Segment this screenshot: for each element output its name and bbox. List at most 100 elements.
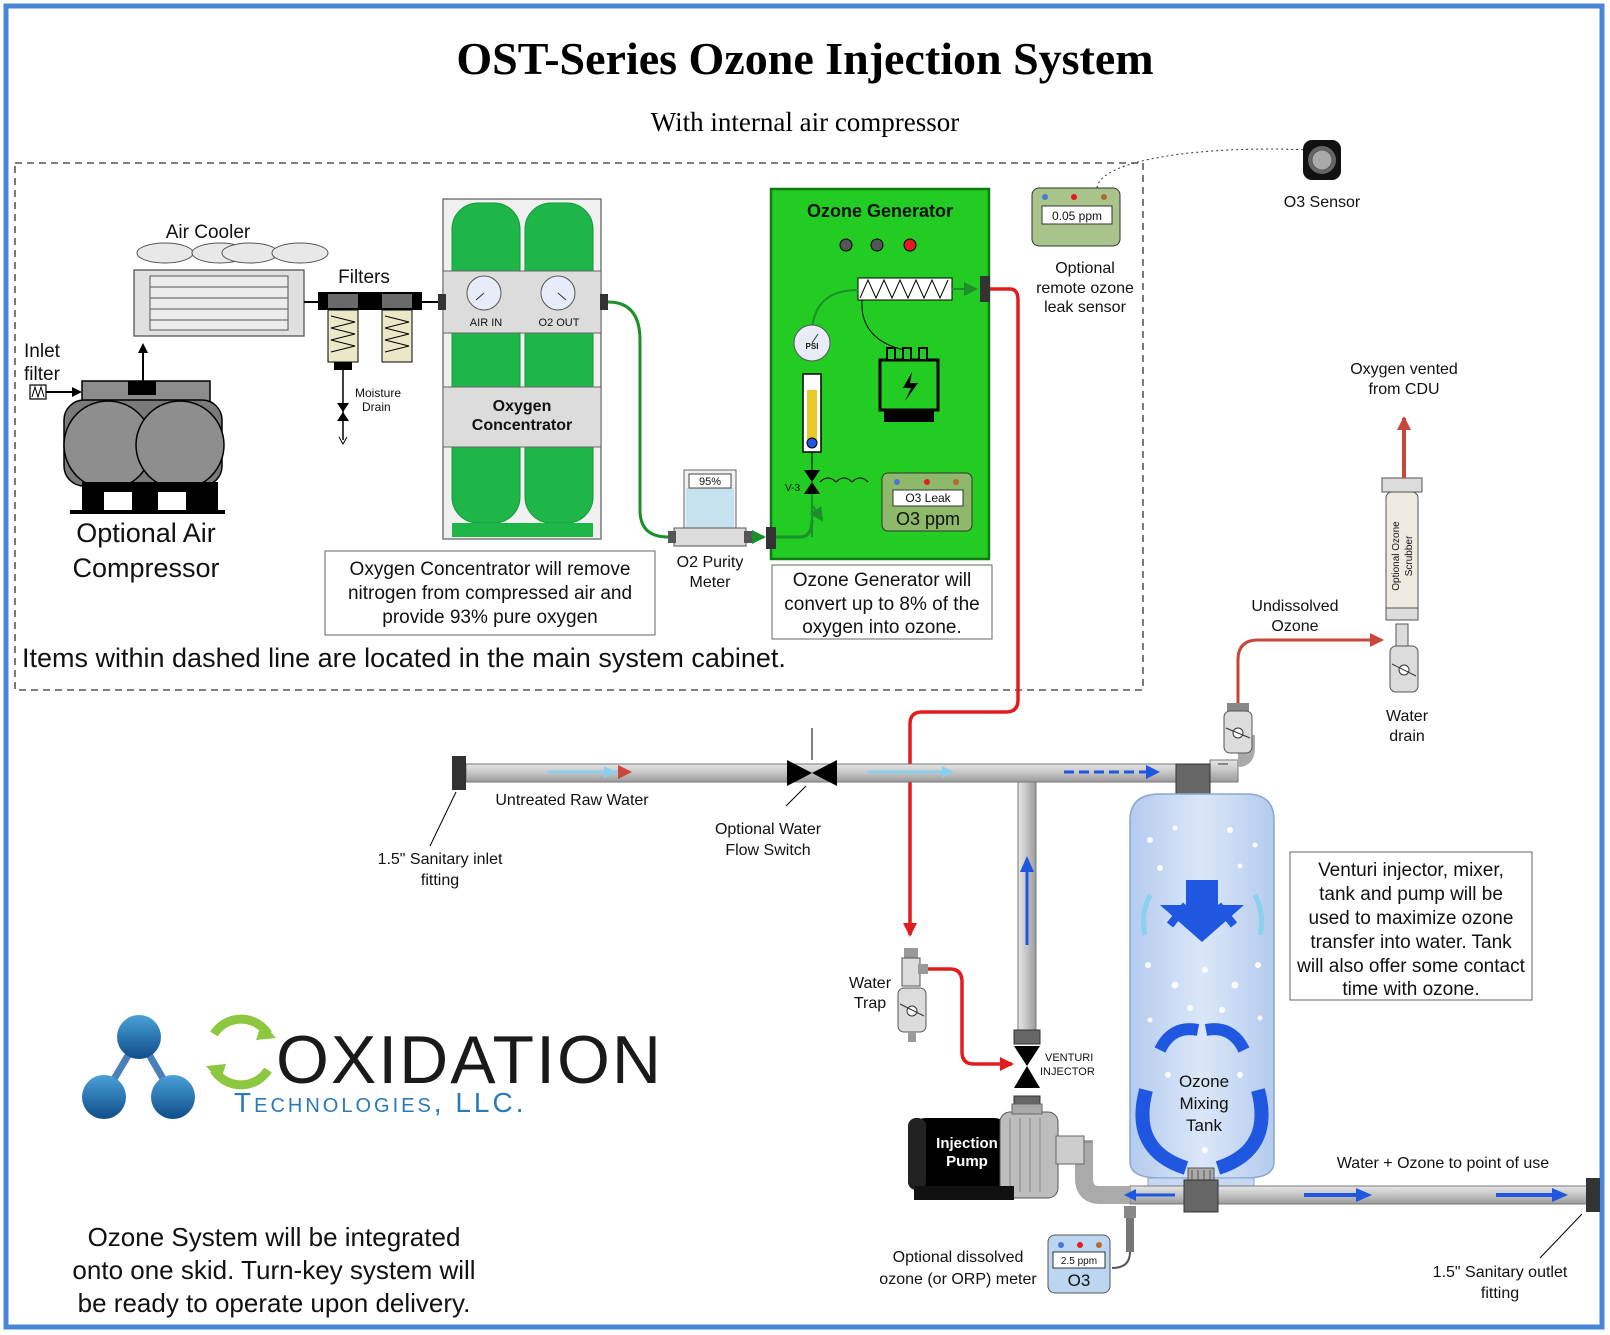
arrow-head	[942, 766, 954, 778]
venturi-note-line: time with ozone.	[1342, 979, 1479, 1000]
oxygen-line	[607, 300, 675, 539]
company-logo	[82, 1014, 276, 1119]
remote-sensor-label: Optional	[1055, 260, 1115, 277]
logo-subtitle: Technologies, LLC.	[234, 1087, 527, 1118]
o3-sensor-label: O3 Sensor	[1284, 194, 1361, 211]
venturi-note-line: tank and pump will be	[1319, 884, 1503, 905]
concentrator-label: Oxygen	[493, 398, 552, 415]
vented-label: Oxygen vented	[1350, 361, 1458, 378]
water-trap-label: Water	[849, 975, 892, 992]
inlet-filter-label: Inlet	[24, 341, 61, 362]
skid-note-line: be ready to operate upon delivery.	[78, 1288, 471, 1318]
dissolved-meter-desc: Optional dissolved	[893, 1249, 1024, 1266]
inlet-filter-label-2: filter	[24, 364, 61, 385]
psi-gauge-label: PSI	[806, 342, 819, 351]
purity-display: 95%	[699, 476, 721, 488]
venturi-note-line: transfer into water. Tank	[1310, 932, 1512, 953]
dissolved-meter-label: O3	[1068, 1271, 1091, 1290]
flow-switch-label: Optional Water	[715, 821, 822, 838]
undissolved-label: Undissolved	[1251, 598, 1338, 615]
outlet-fitting-label: fitting	[1481, 1285, 1519, 1302]
skid-note-line: onto one skid. Turn-key system will	[72, 1255, 475, 1285]
inlet-fitting-label: fitting	[421, 872, 459, 889]
water-drain-label: Water	[1386, 708, 1429, 725]
arrow-head	[1020, 856, 1034, 872]
generator-title: Ozone Generator	[807, 201, 953, 221]
pump-label: Injection	[936, 1135, 998, 1152]
ozone-to-venturi-line	[928, 967, 1014, 1071]
air-compressor	[63, 380, 225, 514]
inlet-fitting-pointer	[429, 791, 457, 847]
remote-sensor-display: 0.05 ppm	[1052, 209, 1102, 223]
concentrator-note-box	[324, 550, 656, 636]
air-in-gauge-label: AIR IN	[470, 317, 502, 329]
o2-out-gauge-label: O2 OUT	[539, 317, 580, 329]
injection-pump	[908, 1103, 1085, 1200]
skid-note-line: Ozone System will be integrated	[88, 1222, 461, 1252]
o2-purity-meter	[668, 469, 752, 547]
scrubber-label: Optional Ozone	[1391, 521, 1402, 591]
tank-label: Tank	[1186, 1116, 1222, 1135]
logo-name: OXIDATION	[276, 1022, 663, 1098]
page-title: OST-Series Ozone Injection System	[456, 33, 1153, 84]
generator-note-line: convert up to 8% of the	[784, 594, 979, 615]
flow-switch	[785, 728, 837, 807]
venturi-note-line: used to maximize ozone	[1309, 908, 1514, 929]
tank-vent-trap	[1223, 703, 1253, 754]
oxygen-concentrator	[438, 198, 608, 540]
page-subtitle: With internal air compressor	[651, 107, 960, 137]
concentrator-note-line: Oxygen Concentrator will remove	[350, 559, 631, 580]
scrubber-label: Scrubber	[1404, 535, 1415, 576]
arrow-head	[1552, 1188, 1568, 1202]
concentrator-note-line: nitrogen from compressed air and	[348, 583, 632, 604]
compressor-label-2: Compressor	[72, 553, 219, 583]
filters-label: Filters	[338, 267, 390, 288]
purity-meter-label-2: Meter	[690, 574, 732, 591]
vented-label: from CDU	[1368, 381, 1439, 398]
tank-label: Mixing	[1179, 1094, 1228, 1113]
arrow-head	[1146, 765, 1160, 779]
leak-display: O3 Leak	[905, 491, 951, 505]
cabinet-boundary	[14, 162, 1144, 691]
dissolved-ozone-meter	[1047, 1234, 1131, 1294]
remote-leak-sensor	[1031, 148, 1311, 247]
air-cooler	[133, 242, 329, 337]
compressor-label: Optional Air	[76, 518, 216, 548]
air-cooler-label: Air Cooler	[166, 222, 251, 243]
venturi-label: INJECTOR	[1040, 1066, 1095, 1078]
ozone-generator	[766, 187, 991, 561]
outlet-fitting-pointer	[1539, 1213, 1583, 1259]
remote-sensor-label: remote ozone	[1036, 280, 1134, 297]
flow-switch-label: Flow Switch	[725, 842, 810, 859]
inlet-filter	[29, 384, 82, 400]
dissolved-meter-display: 2.5 ppm	[1061, 1256, 1097, 1267]
raw-water-label: Untreated Raw Water	[495, 792, 649, 809]
water-trap-label: Trap	[854, 995, 886, 1012]
tank-label: Ozone	[1179, 1072, 1229, 1091]
undissolved-label: Ozone	[1271, 618, 1318, 635]
undissolved-ozone-line	[1236, 633, 1384, 703]
arrow-head	[604, 766, 616, 778]
pump-label: Pump	[946, 1153, 988, 1170]
venturi-label: VENTURI	[1045, 1052, 1093, 1064]
generator-note-box	[771, 564, 993, 640]
water-trap	[897, 948, 928, 1042]
ozone-mixing-tank	[1129, 793, 1275, 1189]
valve-label: V-3	[785, 483, 800, 494]
dissolved-meter-desc: ozone (or ORP) meter	[879, 1271, 1037, 1288]
moisture-drain-label-2: Drain	[362, 400, 391, 414]
generator-note-line: oxygen into ozone.	[802, 617, 962, 638]
arrow-head	[1124, 1189, 1136, 1201]
inlet-fitting-label: 1.5" Sanitary inlet	[378, 851, 503, 868]
outlet-fitting-label: 1.5" Sanitary outlet	[1433, 1264, 1568, 1281]
outlet-label: Water + Ozone to point of use	[1337, 1155, 1550, 1172]
ozone-line	[903, 287, 1020, 937]
ozone-scrubber	[1381, 477, 1423, 693]
concentrator-label-2: Concentrator	[472, 417, 572, 434]
venturi-note-box	[1289, 851, 1533, 1001]
generator-note-line: Ozone Generator will	[793, 570, 971, 591]
water-drain-label: drain	[1389, 728, 1425, 745]
venturi-note-line: will also offer some contact	[1296, 956, 1525, 977]
